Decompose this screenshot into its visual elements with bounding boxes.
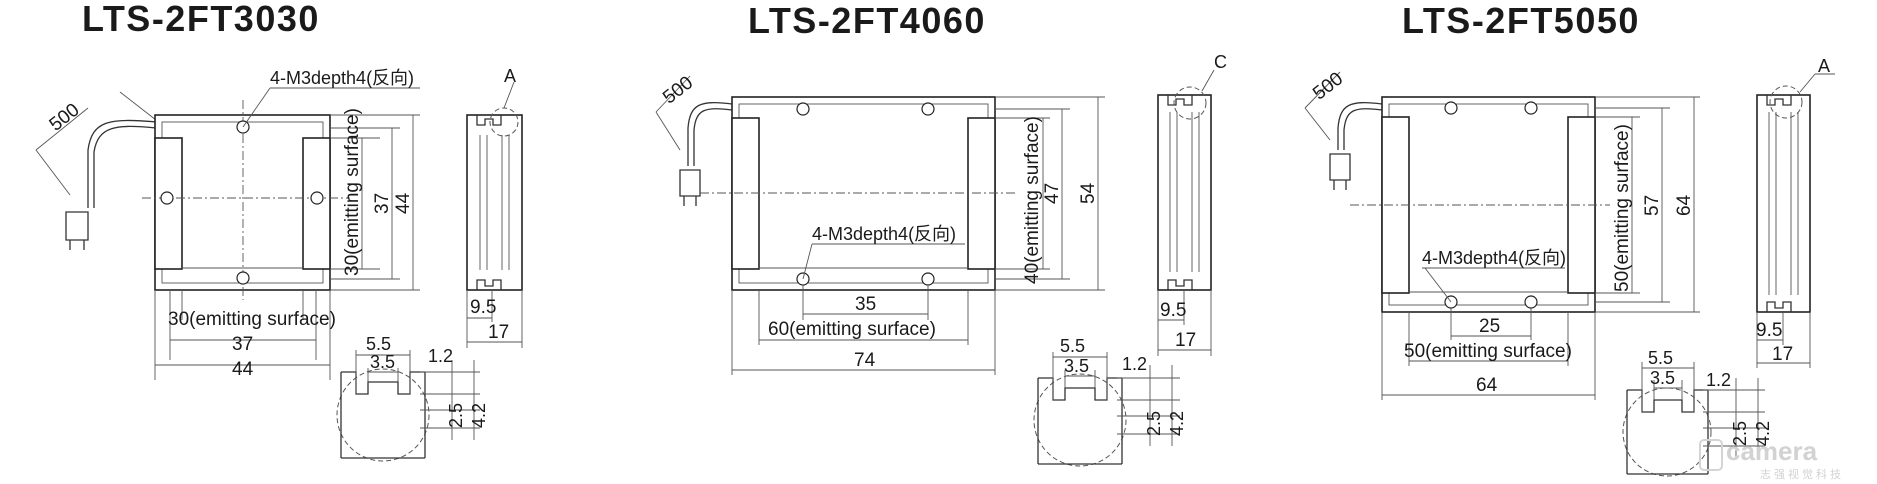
cable	[1304, 71, 1383, 190]
side-offset-label: 9.5	[1160, 300, 1186, 321]
side-view-profile	[1756, 94, 1811, 313]
detail-slot-height: 2.5	[446, 403, 466, 428]
horizontal-emit-label: 50(emitting surface)	[1404, 341, 1572, 362]
detail-lip: 1.2	[428, 346, 453, 366]
vertical-emit-label: 50(emitting surface)	[1612, 124, 1633, 292]
mount-hole	[310, 191, 324, 205]
side-detail-label: A	[1818, 56, 1830, 76]
cable	[35, 91, 157, 250]
vertical-total-label: 64	[1674, 194, 1695, 216]
hole-note: 4-M3depth4(反向)	[270, 68, 414, 88]
detail-slot-height: 2.5	[1144, 411, 1164, 436]
vertical-total-label: 54	[1078, 182, 1099, 204]
vertical-total-label: 44	[393, 192, 414, 214]
horizontal-emit-label: 60(emitting surface)	[768, 319, 936, 340]
detail-total-height: 4.2	[469, 403, 489, 428]
horizontal-mid-label: 25	[1479, 316, 1500, 337]
slot-detail	[336, 350, 480, 462]
detail-top-inner: 3.5	[1650, 368, 1675, 388]
vertical-dimensions	[995, 96, 1105, 291]
drawing-lts-2ft3030: LTS-2FT3030 500 4-M3depth4(反向)	[35, 0, 523, 462]
horizontal-dimensions	[731, 285, 996, 375]
side-detail-label: A	[504, 66, 516, 86]
horizontal-total-label: 74	[854, 350, 876, 371]
mount-hole	[796, 102, 810, 116]
model-title: LTS-2FT3030	[82, 0, 320, 39]
cable-length-label: 500	[1309, 68, 1347, 104]
mount-hole	[921, 272, 935, 286]
detail-top-inner: 3.5	[1064, 356, 1089, 376]
horizontal-emit-label: 30(emitting surface)	[168, 309, 336, 330]
detail-top-inner: 3.5	[370, 352, 395, 372]
vertical-mid-label: 57	[1642, 195, 1663, 216]
drawing-lts-2ft5050: LTS-2FT5050 500 4-M3depth4(反向)	[1304, 0, 1835, 477]
mount-hole	[1444, 101, 1458, 115]
side-width-label: 17	[1772, 344, 1793, 365]
detail-top-outer: 5.5	[1648, 348, 1673, 368]
mount-hole	[160, 191, 174, 205]
slot-detail	[1033, 352, 1180, 467]
side-view-profile	[1157, 94, 1212, 291]
mount-hole	[236, 271, 250, 285]
vertical-emit-label: 40(emitting surface)	[1022, 116, 1043, 284]
horizontal-dimensions	[154, 290, 331, 380]
side-detail-label: C	[1214, 52, 1227, 72]
horizontal-total-label: 64	[1476, 375, 1498, 396]
horizontal-total-label: 44	[232, 359, 254, 380]
vertical-dimensions	[330, 114, 420, 291]
detail-lip: 1.2	[1122, 354, 1147, 374]
side-view-profile	[466, 114, 523, 291]
detail-lip: 1.2	[1706, 370, 1731, 390]
horizontal-mid-label: 35	[855, 294, 876, 315]
side-offset-label: 9.5	[470, 297, 496, 318]
vertical-emit-label: 30(emitting surface)	[342, 108, 363, 276]
detail-top-outer: 5.5	[1060, 336, 1085, 356]
hole-note: 4-M3depth4(反向)	[812, 224, 956, 244]
watermark-brand: camera	[1726, 436, 1818, 466]
watermark-logo-icon	[1699, 439, 1723, 471]
detail-total-height: 4.2	[1753, 421, 1773, 446]
detail-slot-height: 2.5	[1730, 421, 1750, 446]
side-offset-label: 9.5	[1756, 320, 1782, 341]
drawing-lts-2ft4060: LTS-2FT4060 500 4-M3depth4(反向)	[655, 0, 1227, 467]
detail-top-outer: 5.5	[366, 334, 391, 354]
brand-watermark: camera 志强视觉科技	[1699, 436, 1844, 481]
horizontal-dimensions	[1381, 308, 1596, 400]
mount-hole	[921, 102, 935, 116]
vertical-mid-label: 37	[372, 193, 393, 214]
horizontal-mid-label: 37	[232, 334, 253, 355]
cable-length-label: 500	[46, 100, 84, 136]
front-view-body	[1381, 96, 1596, 313]
mount-hole	[1524, 101, 1538, 115]
slot-detail	[1622, 362, 1765, 477]
model-title: LTS-2FT5050	[1402, 0, 1640, 41]
model-title: LTS-2FT4060	[748, 0, 986, 41]
left-end-cap	[731, 117, 760, 270]
front-view-body	[731, 96, 996, 291]
mount-hole	[1524, 295, 1538, 309]
right-end-cap	[967, 117, 996, 270]
detail-total-height: 4.2	[1167, 411, 1187, 436]
side-width-label: 17	[1175, 330, 1196, 351]
cable	[655, 75, 733, 206]
side-width-label: 17	[488, 322, 509, 343]
hole-note: 4-M3depth4(反向)	[1422, 248, 1566, 268]
vertical-dimensions	[1595, 96, 1700, 313]
watermark-subtitle: 志强视觉科技	[1760, 467, 1844, 481]
detail-circle	[1769, 85, 1803, 119]
vertical-mid-label: 47	[1042, 183, 1063, 204]
detail-circle	[1173, 86, 1207, 120]
